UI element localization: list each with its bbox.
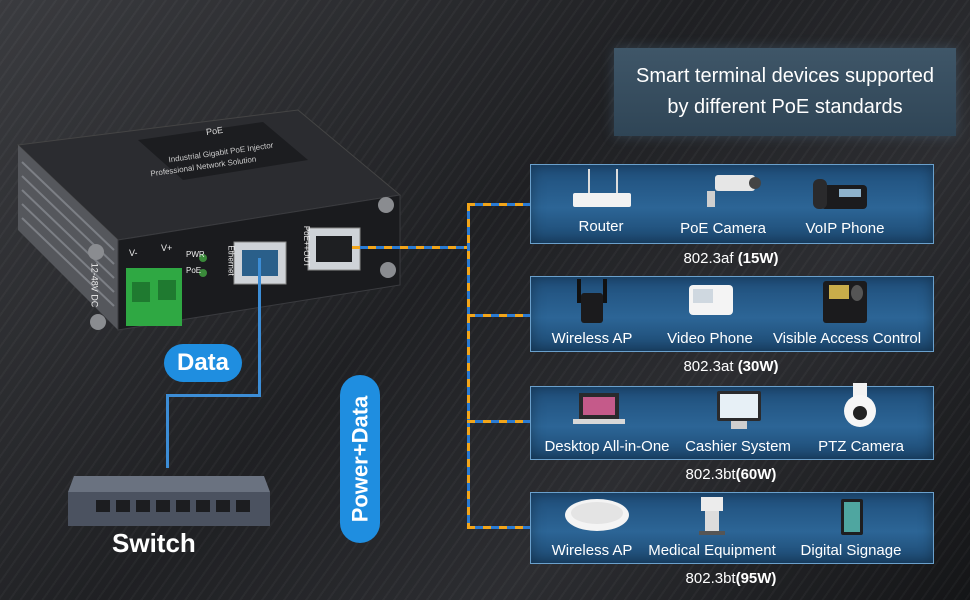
data-badge-label: Data bbox=[176, 349, 230, 376]
poe-cable bbox=[467, 203, 470, 528]
device-ptz-camera: PTZ Camera bbox=[801, 379, 921, 457]
power-data-badge: Power+Data bbox=[340, 375, 380, 543]
router-icon bbox=[573, 169, 631, 207]
device-router: Router bbox=[551, 165, 651, 241]
ethernet-port-label: Ethernet bbox=[226, 245, 236, 276]
device-label: Digital Signage bbox=[800, 542, 902, 559]
power-data-badge-label: Power+Data bbox=[347, 395, 372, 523]
poe-cable bbox=[467, 526, 531, 529]
led-pwr-label: PWR bbox=[186, 250, 205, 259]
device-label: Wireless AP bbox=[551, 330, 633, 347]
header-line-2: by different PoE standards bbox=[667, 96, 903, 118]
standard-label-at: 802.3at (30W) bbox=[530, 358, 932, 375]
poe-cable bbox=[467, 420, 531, 423]
device-label: Medical Equipment bbox=[648, 542, 776, 559]
device-label: Video Phone bbox=[667, 330, 753, 347]
poe-cable bbox=[352, 246, 470, 249]
device-panel-bt95: Wireless AP Medical Equipment Digital Si… bbox=[530, 492, 934, 564]
standard-label-bt95: 802.3bt(95W) bbox=[530, 570, 932, 587]
phone-icon bbox=[813, 179, 867, 209]
device-cashier-system: Cashier System bbox=[681, 387, 795, 457]
laptop-icon bbox=[573, 393, 625, 424]
data-badge: Data bbox=[164, 344, 242, 382]
device-label: Wireless AP bbox=[551, 542, 633, 559]
data-cable bbox=[166, 394, 169, 468]
ptz-camera-icon bbox=[844, 383, 876, 427]
device-voip-phone: VoIP Phone bbox=[795, 165, 895, 241]
device-label: VoIP Phone bbox=[805, 220, 885, 237]
header-line-1: Smart terminal devices supported bbox=[636, 65, 934, 87]
standard-name: 802.3bt bbox=[685, 466, 736, 483]
camera-icon bbox=[707, 175, 761, 207]
power-input-label: 12-48V DC bbox=[89, 262, 100, 308]
network-switch bbox=[66, 470, 272, 532]
digital-signage-icon bbox=[841, 499, 863, 535]
poe-out-port-label: PoE++OUT bbox=[302, 225, 312, 268]
device-panel-bt60: Desktop All-in-One Cashier System PTZ Ca… bbox=[530, 383, 934, 460]
v-plus-label: V+ bbox=[161, 243, 173, 253]
wireless-ap-icon bbox=[577, 279, 607, 323]
device-digital-signage: Digital Signage bbox=[789, 493, 913, 561]
ceiling-ap-icon bbox=[565, 499, 629, 531]
device-desktop-aio: Desktop All-in-One bbox=[533, 387, 681, 457]
standard-name: 802.3bt bbox=[685, 570, 736, 587]
device-panel-af: Router PoE Camera VoIP Phone bbox=[530, 164, 934, 244]
device-medical-equipment: Medical Equipment bbox=[641, 493, 783, 561]
device-wireless-ap-ceiling: Wireless AP bbox=[537, 493, 647, 561]
poe-cable bbox=[467, 314, 531, 317]
standard-power: (15W) bbox=[737, 250, 779, 267]
standard-label-af: 802.3af (15W) bbox=[530, 250, 932, 267]
access-control-icon bbox=[823, 281, 867, 323]
device-poe-camera: PoE Camera bbox=[673, 165, 773, 241]
device-access-control: Visible Access Control bbox=[767, 277, 927, 349]
device-label: PTZ Camera bbox=[818, 438, 904, 455]
standard-label-bt60: 802.3bt(60W) bbox=[530, 466, 932, 483]
device-label: PoE Camera bbox=[680, 220, 766, 237]
data-cable bbox=[258, 258, 261, 396]
data-cable bbox=[166, 394, 261, 397]
header-box: Smart terminal devices supported by diff… bbox=[614, 48, 956, 136]
device-panel-at: Wireless AP Video Phone Visible Access C… bbox=[530, 276, 934, 352]
v-minus-label: V- bbox=[129, 248, 138, 258]
led-poe-label: PoE bbox=[186, 266, 202, 275]
standard-power: (30W) bbox=[737, 358, 779, 375]
standard-name: 802.3af bbox=[683, 250, 734, 267]
switch-label: Switch bbox=[112, 528, 196, 558]
device-wireless-ap: Wireless AP bbox=[537, 277, 647, 349]
pos-terminal-icon bbox=[717, 391, 761, 429]
device-label: Router bbox=[578, 218, 624, 235]
device-label: Desktop All-in-One bbox=[544, 438, 670, 455]
device-label: Visible Access Control bbox=[772, 330, 922, 347]
standard-power: (60W) bbox=[735, 466, 777, 483]
device-video-phone: Video Phone bbox=[655, 277, 765, 349]
standard-power: (95W) bbox=[735, 570, 777, 587]
device-label: Cashier System bbox=[685, 438, 791, 455]
poe-cable bbox=[467, 203, 531, 206]
medical-equipment-icon bbox=[699, 497, 725, 535]
standard-name: 802.3at bbox=[683, 358, 734, 375]
video-phone-icon bbox=[689, 285, 733, 315]
poe-injector: PoE Industrial Gigabit PoE Injector Prof… bbox=[8, 100, 408, 340]
